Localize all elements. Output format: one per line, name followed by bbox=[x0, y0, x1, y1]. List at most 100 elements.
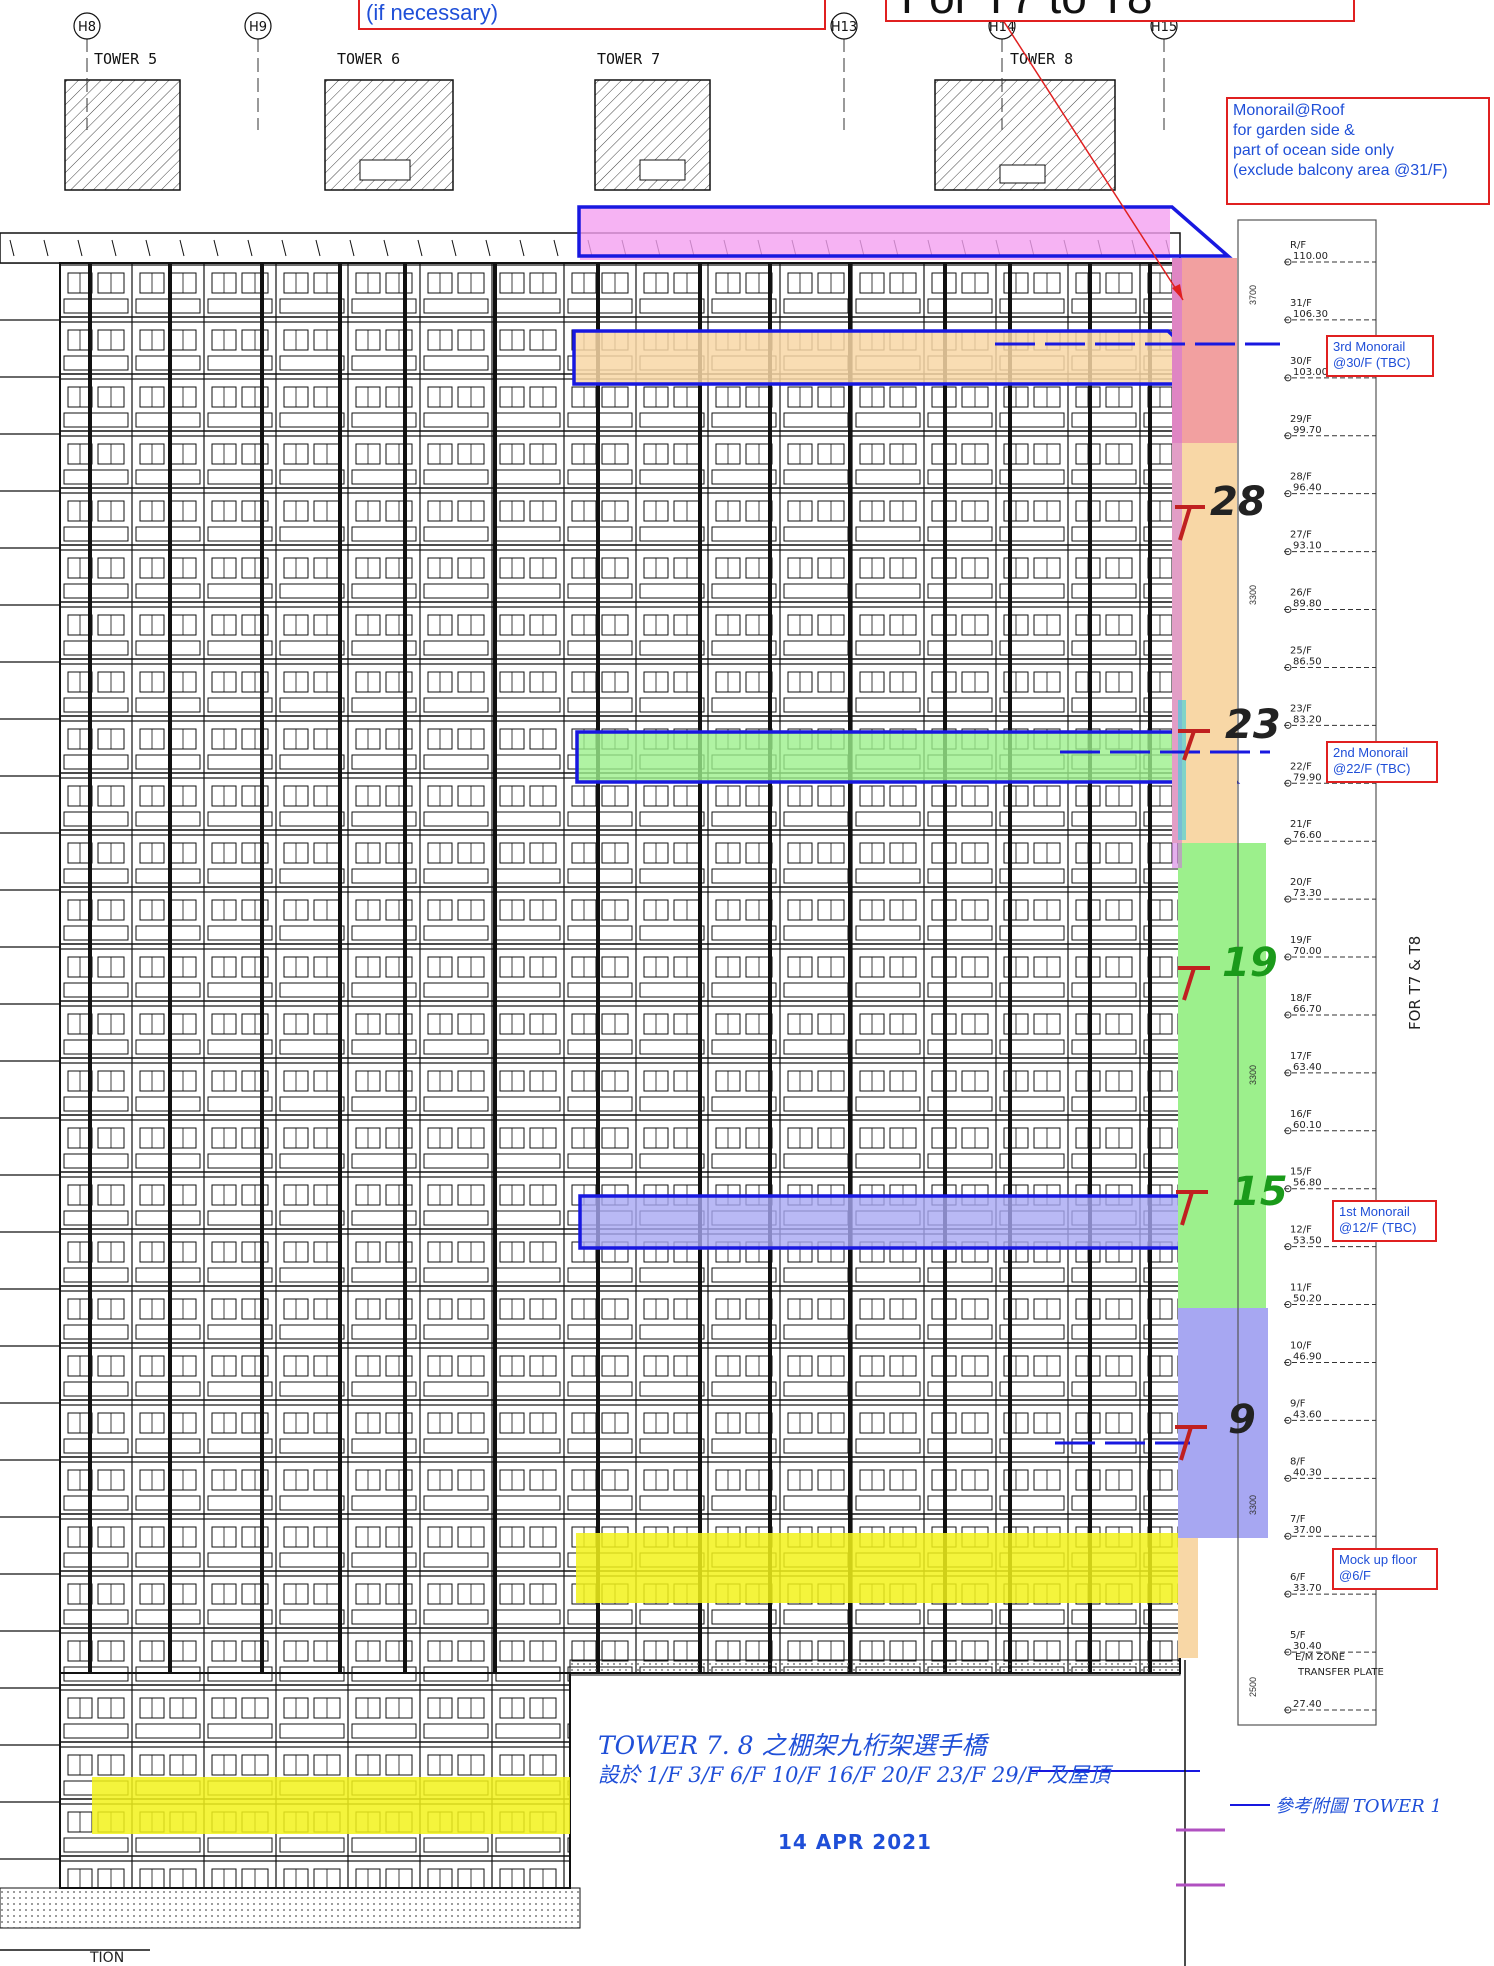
level-name: 15/F bbox=[1290, 1167, 1312, 1178]
tower-label: TOWER 6 bbox=[337, 50, 400, 68]
parapet-tick bbox=[179, 239, 185, 257]
level-name: 5/F bbox=[1290, 1630, 1306, 1641]
level-datum bbox=[1284, 374, 1292, 382]
level-datum bbox=[1284, 721, 1292, 729]
first-monorail-zone bbox=[580, 1197, 1180, 1249]
level-value: 96.40 bbox=[1293, 483, 1322, 494]
level-datum bbox=[1284, 1358, 1292, 1366]
floor-mark-19: 19 bbox=[1222, 940, 1278, 986]
level-value: 110.00 bbox=[1293, 251, 1328, 262]
top-note-left-text: (if necessary) bbox=[366, 0, 499, 25]
roof-note-line: Monorail@Roof bbox=[1233, 102, 1345, 119]
tower-label: TOWER 7 bbox=[597, 50, 660, 68]
parapet-tick bbox=[485, 239, 491, 257]
parapet-tick bbox=[281, 239, 287, 257]
floor-mark-28: 28 bbox=[1210, 479, 1266, 525]
floor-mark-23: 23 bbox=[1225, 702, 1281, 748]
grid-bubble-label: H8 bbox=[78, 20, 96, 35]
floor-mark-9: 9 bbox=[1228, 1397, 1256, 1443]
lower-yellow-zone bbox=[92, 1777, 570, 1834]
level-name: 21/F bbox=[1290, 819, 1312, 830]
left-edge-ticks bbox=[0, 262, 60, 1860]
level-value: 30.40 bbox=[1293, 1641, 1322, 1652]
top-note-left: (if necessary) bbox=[358, 0, 826, 30]
level-name: 12/F bbox=[1290, 1225, 1312, 1236]
level-name: 7/F bbox=[1290, 1514, 1306, 1525]
parapet-tick bbox=[9, 239, 15, 257]
grid-bubble bbox=[73, 12, 101, 40]
parapet-tick bbox=[43, 239, 49, 257]
top-note-right-text: For T7 to T8 bbox=[901, 0, 1152, 20]
level-datum bbox=[1284, 663, 1292, 671]
rooftop-structures bbox=[64, 79, 1116, 191]
roof-note-line: part of ocean side only bbox=[1233, 142, 1394, 159]
level-datum bbox=[1284, 258, 1292, 266]
transfer-plate bbox=[569, 1659, 1181, 1676]
level-name: 6/F bbox=[1290, 1572, 1306, 1583]
roof-monorail-zone bbox=[580, 208, 1170, 260]
level-datum bbox=[1284, 606, 1292, 614]
level-name: 23/F bbox=[1290, 703, 1312, 714]
dim-label: 2500 bbox=[1248, 1676, 1259, 1698]
level-name: 17/F bbox=[1290, 1051, 1312, 1062]
mockup-note-line: @6/F bbox=[1339, 1568, 1371, 1584]
handwriting-line-2: 設於 1/F 3/F 6/F 10/F 16/F 20/F 23/F 29/F … bbox=[598, 1763, 1110, 1787]
level-labels: R/F110.0031/F106.3030/F103.0029/F99.7028… bbox=[1290, 240, 1328, 1710]
parapet-tick bbox=[111, 239, 117, 257]
handwriting-ref: 參考附圖 TOWER 1 bbox=[1275, 1796, 1442, 1817]
second-monorail-zone bbox=[578, 733, 1178, 783]
level-datum bbox=[1284, 548, 1292, 556]
level-name: 19/F bbox=[1290, 935, 1312, 946]
level-datum bbox=[1284, 1648, 1292, 1656]
level-name: 28/F bbox=[1290, 472, 1312, 483]
level-value: 86.50 bbox=[1293, 656, 1322, 667]
level-name: 8/F bbox=[1290, 1456, 1306, 1467]
level-name: 22/F bbox=[1290, 761, 1312, 772]
level-name: 29/F bbox=[1290, 414, 1312, 425]
level-datum bbox=[1284, 1532, 1292, 1540]
level-value: 99.70 bbox=[1293, 425, 1322, 436]
level-value: 33.70 bbox=[1293, 1583, 1322, 1594]
third-monorail-zone bbox=[575, 332, 1175, 384]
dim-label: 3300 bbox=[1248, 1064, 1259, 1086]
level-value: 56.80 bbox=[1293, 1178, 1322, 1189]
level-value: 50.20 bbox=[1293, 1294, 1322, 1305]
structural-columns bbox=[88, 263, 1152, 1673]
roof-note-line: (exclude balcony area @31/F) bbox=[1233, 162, 1448, 179]
mockup-floor-zone bbox=[576, 1533, 1188, 1603]
level-datum bbox=[1284, 1416, 1292, 1424]
parapet-tick bbox=[553, 239, 559, 257]
parapet-tick bbox=[247, 239, 253, 257]
roof-monorail-note: Monorail@Roof for garden side & part of … bbox=[1226, 97, 1490, 205]
level-name: 9/F bbox=[1290, 1398, 1306, 1409]
monorail-outlines bbox=[572, 205, 1245, 1250]
level-name: 31/F bbox=[1290, 298, 1312, 309]
level-name: 26/F bbox=[1290, 588, 1312, 599]
level-name: 20/F bbox=[1290, 877, 1312, 888]
level-datum bbox=[1284, 779, 1292, 787]
right-zone-strips bbox=[1172, 258, 1268, 1658]
level-value: 93.10 bbox=[1293, 541, 1322, 552]
level-value: 76.60 bbox=[1293, 830, 1322, 841]
roof-note-line: for garden side & bbox=[1233, 122, 1355, 139]
parapet-tick bbox=[77, 239, 83, 257]
level-value: 79.90 bbox=[1293, 772, 1322, 783]
level-datum bbox=[1284, 490, 1292, 498]
level-datum bbox=[1284, 1069, 1292, 1077]
first-note-line: 1st Monorail bbox=[1339, 1204, 1410, 1219]
grid-bubble bbox=[830, 12, 858, 40]
level-value: 40.30 bbox=[1293, 1467, 1322, 1478]
drawing-date: 14 APR 2021 bbox=[778, 1830, 932, 1854]
parapet-tick bbox=[417, 239, 423, 257]
pointer-arrow bbox=[989, 0, 1184, 301]
parapet-tick bbox=[349, 239, 355, 257]
tower-label: TOWER 5 bbox=[94, 50, 157, 68]
parapet-tick bbox=[213, 239, 219, 257]
parapet-tick bbox=[383, 239, 389, 257]
dim-label: 3300 bbox=[1248, 1494, 1259, 1516]
third-note-line: 3rd Monorail bbox=[1333, 339, 1406, 354]
floor-markers bbox=[1175, 505, 1210, 1461]
level-value: 66.70 bbox=[1293, 1004, 1322, 1015]
level-value: 53.50 bbox=[1293, 1236, 1322, 1247]
grid-bubble-label: H15 bbox=[1151, 20, 1177, 35]
